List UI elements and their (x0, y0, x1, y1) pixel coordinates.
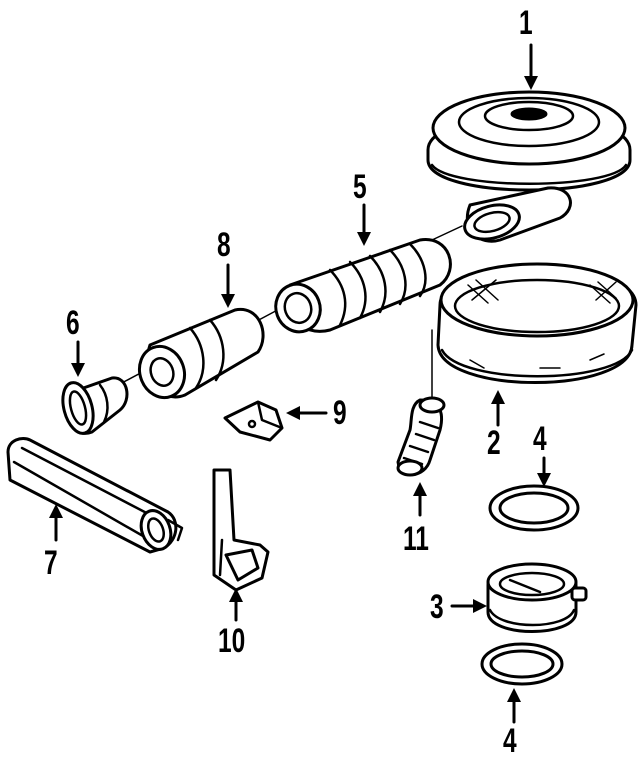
arrowhead-2 (491, 390, 505, 404)
callout-7: 7 (44, 544, 58, 582)
leader-arrows (49, 43, 551, 724)
arrowhead-1 (524, 76, 538, 90)
air-filter-element (436, 262, 638, 384)
callout-4-upper: 4 (533, 420, 547, 458)
bracket (212, 468, 270, 592)
callout-10: 10 (218, 622, 246, 660)
arrowhead-8 (221, 294, 235, 308)
callout-4-lower: 4 (503, 722, 517, 760)
callout-2: 2 (487, 424, 501, 462)
arrowhead-3 (473, 599, 487, 613)
arrowhead-4-upper (537, 473, 551, 487)
gasket-upper (488, 484, 580, 532)
arrowhead-5 (357, 232, 371, 246)
callout-1: 1 (519, 4, 533, 42)
callout-11: 11 (403, 520, 429, 558)
arrowhead-11 (413, 482, 427, 496)
arrowhead-6 (71, 363, 85, 377)
intake-tube (6, 437, 184, 554)
hose (396, 396, 446, 477)
intake-duct-bellows (274, 238, 452, 334)
resonator (137, 308, 265, 400)
gasket-lower (480, 642, 564, 686)
callout-6: 6 (66, 304, 80, 342)
clip (223, 400, 284, 442)
callout-3: 3 (430, 588, 444, 626)
callout-9: 9 (333, 394, 347, 432)
adapter (486, 562, 588, 633)
arrowhead-7 (49, 504, 63, 518)
arrowhead-10 (229, 588, 243, 602)
callout-5: 5 (353, 168, 367, 206)
inlet-boot (61, 376, 129, 435)
arrowhead-4-lower (507, 688, 521, 702)
arrowhead-9 (286, 406, 300, 420)
callout-8: 8 (217, 226, 231, 264)
air-cleaner-lid (426, 90, 632, 243)
